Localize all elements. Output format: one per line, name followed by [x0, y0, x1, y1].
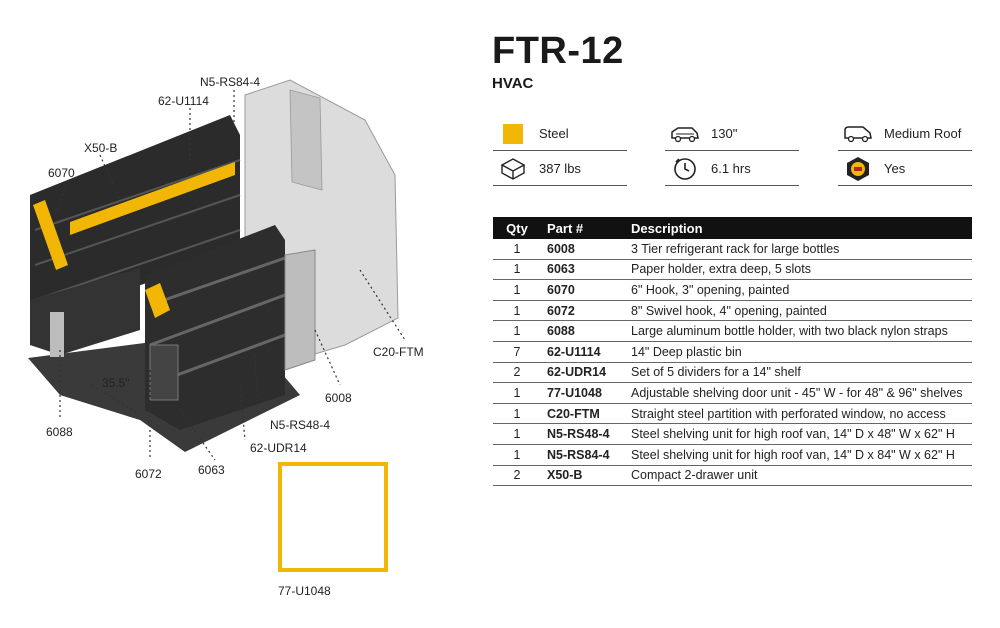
van-length-icon	[665, 125, 705, 143]
row-description: Large aluminum bottle holder, with two b…	[625, 320, 972, 342]
row-qty: 1	[493, 279, 541, 301]
row-description: 3 Tier refrigerant rack for large bottle…	[625, 239, 972, 260]
callout-62-udr14: 62-UDR14	[250, 441, 307, 455]
model-subtitle: HVAC	[492, 75, 534, 92]
spec-made-in-usa: Yes	[838, 152, 972, 186]
bottle-holder-6088	[50, 312, 64, 357]
spec-van-length: 130"	[665, 117, 799, 151]
callout-6072: 6072	[135, 467, 162, 481]
row-description: Paper holder, extra deep, 5 slots	[625, 259, 972, 281]
callout-6070: 6070	[48, 166, 75, 180]
callout-6008: 6008	[325, 391, 352, 405]
install-time-icon	[665, 156, 705, 182]
plastic-bins	[70, 162, 235, 235]
dimension-label: 35.5"	[102, 376, 130, 390]
shelving-unit-n5-rs48-4	[145, 225, 285, 430]
callout-n5-rs48-4: N5-RS48-4	[270, 418, 331, 432]
row-qty: 1	[493, 259, 541, 281]
row-part-number: 6072	[541, 300, 625, 322]
callout-62-u1114: 62-U1114	[158, 94, 209, 108]
row-description: 8" Swivel hook, 4" opening, painted	[625, 300, 972, 322]
spec-weight: 387 lbs	[493, 152, 627, 186]
row-part-number: 6008	[541, 239, 625, 260]
header-description: Description	[625, 217, 972, 239]
callout-6088: 6088	[46, 425, 73, 439]
weight-icon	[493, 157, 533, 181]
spec-roof: Medium Roof	[838, 117, 972, 151]
row-description: Steel shelving unit for high roof van, 1…	[625, 423, 972, 445]
spec-install-time-value: 6.1 hrs	[711, 161, 751, 176]
spec-material-value: Steel	[539, 126, 569, 141]
made-in-usa-seal-icon	[838, 156, 878, 182]
spec-made-in-usa-value: Yes	[884, 161, 906, 176]
van-interior-drawing	[28, 79, 406, 549]
partition-window	[289, 89, 323, 191]
spec-material: Steel	[493, 117, 627, 151]
row-part-number: 77-U1048	[541, 382, 625, 404]
row-qty: 1	[493, 320, 541, 342]
material-swatch-icon	[493, 123, 533, 144]
row-description: Straight steel partition with perforated…	[625, 403, 972, 425]
row-description: 6" Hook, 3" opening, painted	[625, 279, 972, 301]
row-qty: 1	[493, 239, 541, 260]
header-qty: Qty	[493, 217, 541, 239]
van-shelving-illustration: N5-RS84-4 62-U1114 X50-B 6070 C20-FTM 60…	[0, 0, 470, 623]
row-qty: 7	[493, 341, 541, 363]
row-description: 14" Deep plastic bin	[625, 341, 972, 363]
paper-holder-6063	[149, 344, 179, 401]
spec-install-time: 6.1 hrs	[665, 152, 799, 186]
row-part-number: 62-U1114	[541, 341, 625, 363]
row-part-number: N5-RS48-4	[541, 423, 625, 445]
row-description: Compact 2-drawer unit	[625, 465, 972, 487]
van-roof-icon	[838, 125, 878, 143]
spec-roof-value: Medium Roof	[884, 126, 962, 141]
callout-6063: 6063	[198, 463, 225, 477]
row-part-number: X50-B	[541, 465, 625, 487]
row-qty: 1	[493, 403, 541, 425]
row-part-number: 6063	[541, 259, 625, 281]
row-qty: 2	[493, 362, 541, 384]
row-description: Steel shelving unit for high roof van, 1…	[625, 444, 972, 466]
refrigerant-rack-6008	[284, 249, 316, 371]
callout-c20-ftm: C20-FTM	[373, 345, 424, 359]
model-title: FTR-12	[492, 30, 624, 72]
callout-x50-b: X50-B	[84, 141, 118, 155]
row-part-number: 62-UDR14	[541, 362, 625, 384]
parts-table-header: Qty Part # Description	[493, 217, 972, 239]
row-part-number: N5-RS84-4	[541, 444, 625, 466]
row-description: Set of 5 dividers for a 14" shelf	[625, 362, 972, 384]
row-part-number: 6088	[541, 320, 625, 342]
header-part: Part #	[541, 217, 625, 239]
callout-77-u1048: 77-U1048	[278, 584, 331, 598]
row-qty: 1	[493, 423, 541, 445]
row-qty: 1	[493, 300, 541, 322]
row-part-number: C20-FTM	[541, 403, 625, 425]
row-part-number: 6070	[541, 279, 625, 301]
row-qty: 1	[493, 444, 541, 466]
door-unit-inset-frame	[278, 462, 388, 572]
spec-van-length-value: 130"	[711, 126, 738, 141]
row-qty: 2	[493, 465, 541, 487]
spec-weight-value: 387 lbs	[539, 161, 581, 176]
row-description: Adjustable shelving door unit - 45" W - …	[625, 382, 972, 404]
row-qty: 1	[493, 382, 541, 404]
callout-n5-rs84-4: N5-RS84-4	[200, 75, 261, 89]
